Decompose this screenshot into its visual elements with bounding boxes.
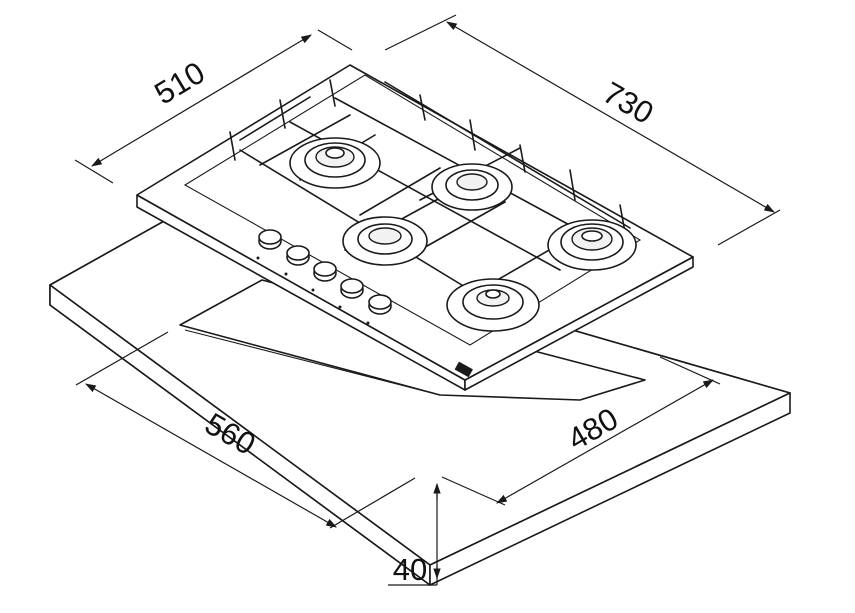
burner-front (446, 278, 540, 332)
dimension-worktop-thickness: 40 (388, 482, 441, 587)
burner-centre (342, 216, 428, 266)
dimension-label-730: 730 (597, 75, 659, 131)
knob-2 (284, 245, 310, 276)
knob-3 (311, 261, 337, 292)
burner-rear-right (431, 163, 513, 211)
dimension-label-40: 40 (393, 552, 427, 587)
knob-5 (366, 294, 392, 325)
burner-wok (547, 219, 637, 271)
brand-badge (454, 361, 473, 378)
dimension-label-510: 510 (148, 55, 210, 112)
burner-rear-left (289, 137, 381, 189)
knob-4 (338, 278, 364, 309)
control-knobs (256, 229, 392, 325)
knob-1 (256, 229, 282, 260)
